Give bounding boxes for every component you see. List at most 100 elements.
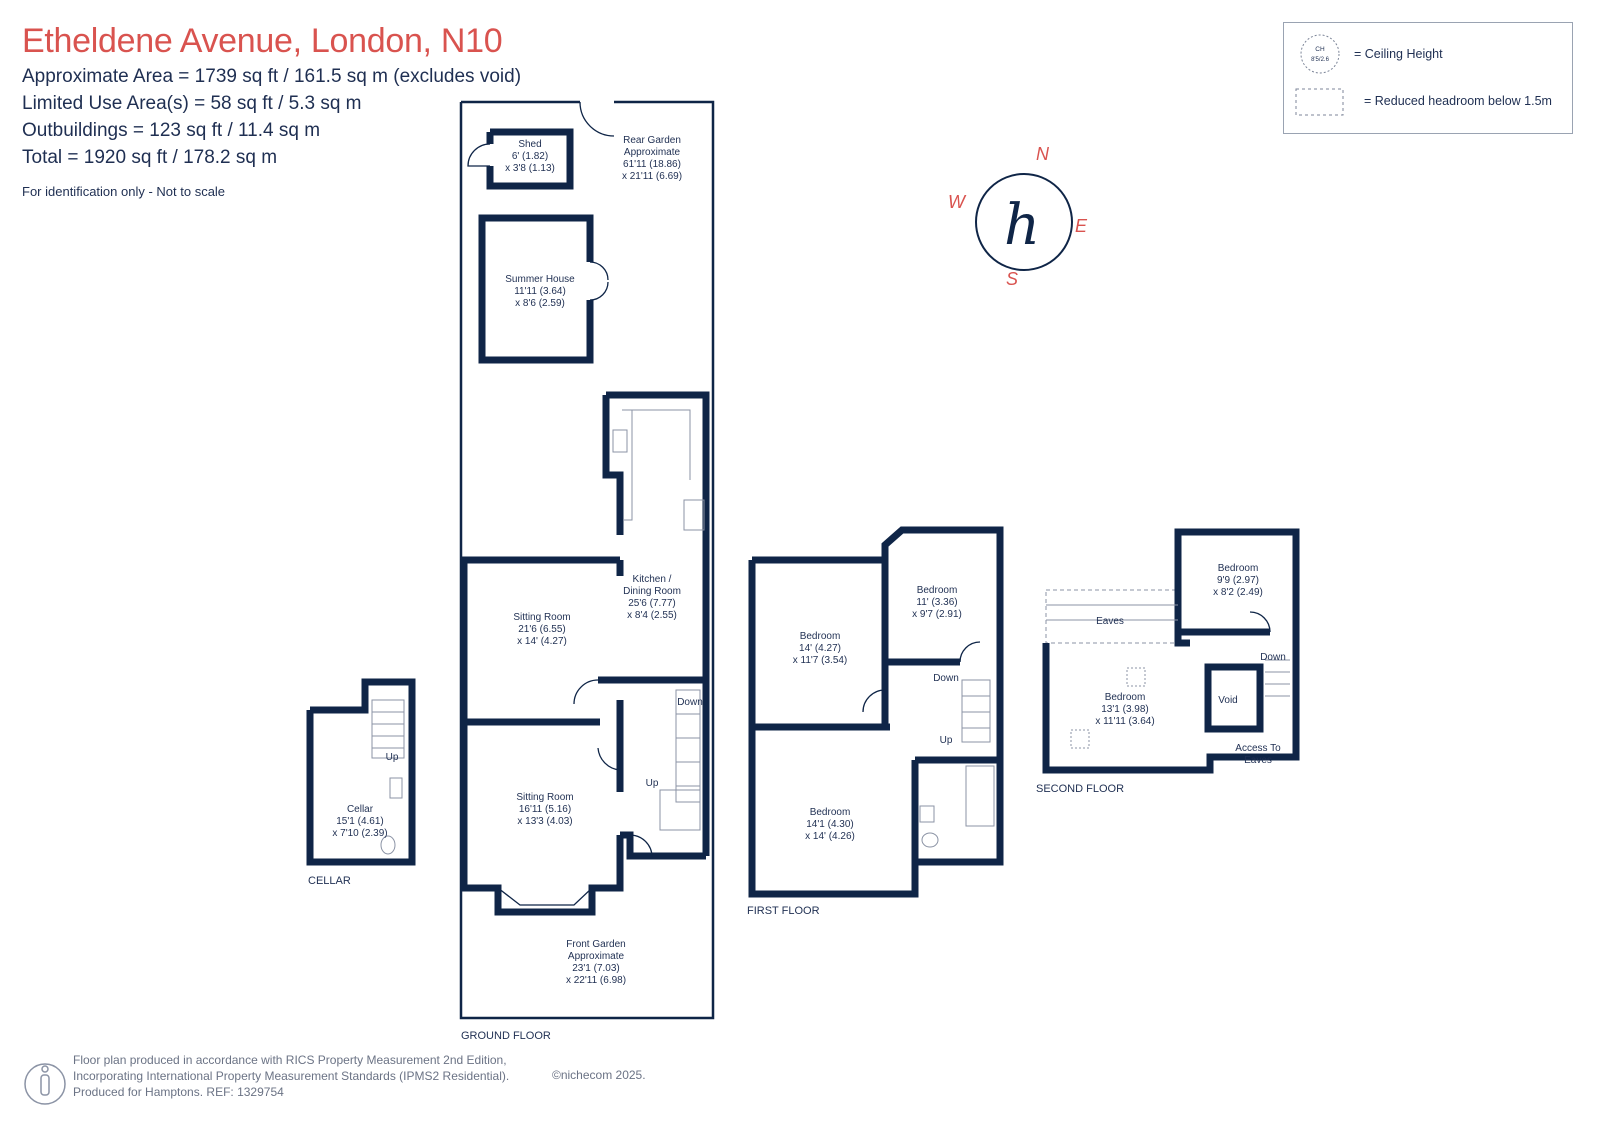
- svg-text:x 14' (4.27): x 14' (4.27): [517, 636, 567, 647]
- svg-text:x 9'7 (2.91): x 9'7 (2.91): [912, 609, 962, 620]
- basin-icon: [919, 805, 935, 823]
- svg-text:Down: Down: [1260, 652, 1286, 663]
- svg-text:11' (3.36): 11' (3.36): [916, 597, 957, 608]
- svg-text:Bedroom: Bedroom: [1218, 563, 1259, 574]
- ch-symbol-bottom: 8'5/2.6: [1311, 57, 1329, 63]
- footer-line-3: Produced for Hamptons. REF: 1329754: [73, 1085, 284, 1099]
- svg-text:x 13'3 (4.03): x 13'3 (4.03): [517, 816, 572, 827]
- svg-text:11'11 (3.64): 11'11 (3.64): [514, 286, 566, 297]
- shed-walls: [486, 128, 574, 190]
- compass-logo: h: [1004, 193, 1040, 258]
- compass-west: W: [948, 192, 967, 212]
- svg-text:23'1 (7.03): 23'1 (7.03): [572, 963, 620, 974]
- toilet-icon: [921, 832, 939, 848]
- ff-door-arc: [862, 689, 886, 713]
- kitchen-west-wall: [602, 395, 624, 535]
- ground-room-labels: Shed 6' (1.82) x 3'8 (1.13) Rear Garden …: [505, 135, 703, 986]
- reduced-headroom-box-icon: [1295, 88, 1344, 116]
- svg-text:Bedroom: Bedroom: [800, 631, 841, 642]
- svg-text:x 7'10 (2.39): x 7'10 (2.39): [332, 828, 387, 839]
- svg-text:Approximate: Approximate: [624, 147, 681, 158]
- summer-house-walls: [478, 214, 594, 364]
- sink-icon: [612, 429, 628, 453]
- svg-text:Access To: Access To: [1235, 743, 1281, 754]
- cellar-toilet-icon: [380, 835, 396, 855]
- outbuildings-area: Outbuildings = 123 sq ft / 11.4 sq m: [22, 120, 321, 141]
- legend: CH 8'5/2.6 = Ceiling Height = Reduced he…: [1283, 22, 1573, 134]
- svg-text:Up: Up: [940, 735, 953, 746]
- svg-text:9'9 (2.97): 9'9 (2.97): [1217, 575, 1259, 586]
- svg-text:x 8'4 (2.55): x 8'4 (2.55): [627, 610, 677, 621]
- svg-text:Up: Up: [646, 778, 659, 789]
- svg-text:Summer House: Summer House: [505, 274, 575, 285]
- skylight-icon-2: [1070, 729, 1090, 749]
- legend-symbols: CH 8'5/2.6: [1295, 34, 1344, 116]
- cellar-sink-icon: [389, 777, 403, 799]
- svg-text:x 21'11 (6.69): x 21'11 (6.69): [622, 171, 682, 182]
- svg-text:x 8'6 (2.59): x 8'6 (2.59): [515, 298, 565, 309]
- cellar-plan: Cellar 15'1 (4.61) x 7'10 (2.39) Up: [306, 678, 416, 866]
- svg-text:Bedroom: Bedroom: [1105, 692, 1146, 703]
- svg-text:Eaves: Eaves: [1244, 755, 1272, 766]
- limited-use-area: Limited Use Area(s) = 58 sq ft / 5.3 sq …: [22, 93, 362, 114]
- ceiling-height-circle-icon: [1300, 34, 1340, 74]
- ground-floor: [459, 100, 715, 1020]
- shed-door: [467, 143, 491, 167]
- svg-text:Approximate: Approximate: [568, 951, 625, 962]
- svg-text:Down: Down: [677, 697, 703, 708]
- compass-north: N: [1036, 144, 1050, 164]
- sf-door-arc: [1249, 611, 1271, 633]
- footer-line-2: Incorporating International Property Mea…: [73, 1069, 510, 1083]
- svg-text:13'1 (3.98): 13'1 (3.98): [1101, 704, 1149, 715]
- svg-text:Kitchen /: Kitchen /: [633, 574, 672, 585]
- svg-text:61'11 (18.86): 61'11 (18.86): [623, 159, 681, 170]
- svg-text:x 14' (4.26): x 14' (4.26): [805, 831, 855, 842]
- svg-text:Void: Void: [1218, 695, 1237, 706]
- svg-text:6' (1.82): 6' (1.82): [512, 151, 548, 162]
- svg-text:25'6 (7.77): 25'6 (7.77): [628, 598, 676, 609]
- svg-text:x 8'2 (2.49): x 8'2 (2.49): [1213, 587, 1263, 598]
- svg-text:Bedroom: Bedroom: [810, 807, 851, 818]
- bath-icon: [965, 765, 995, 827]
- footer-line-1: Floor plan produced in accordance with R…: [73, 1053, 507, 1067]
- svg-text:Cellar: Cellar: [347, 804, 374, 815]
- total-area: Total = 1920 sq ft / 178.2 sq m: [22, 147, 278, 168]
- front-door-arc: [629, 834, 653, 858]
- skylight-icon: [1126, 667, 1146, 687]
- svg-text:Rear Garden: Rear Garden: [623, 135, 681, 146]
- cellar-label: CELLAR: [308, 875, 351, 887]
- entrance-wall: [620, 831, 706, 860]
- ch-symbol-top: CH: [1315, 46, 1325, 53]
- svg-text:x 22'11 (6.98): x 22'11 (6.98): [566, 975, 626, 986]
- approx-area: Approximate Area = 1739 sq ft / 161.5 sq…: [22, 66, 522, 87]
- rics-icon: [24, 1063, 66, 1105]
- svg-text:Front Garden: Front Garden: [566, 939, 625, 950]
- footer-copyright: ©nichecom 2025.: [552, 1068, 646, 1082]
- ground-stairs: [659, 689, 701, 831]
- second-floor: Eaves Bedroom 9'9 (2.97) x 8'2 (2.49) Be…: [1042, 528, 1300, 774]
- compass-circle-icon: [975, 173, 1073, 271]
- compass-rose: h N E S W: [948, 144, 1088, 289]
- bay-window: [497, 887, 593, 906]
- rear-extension-wall: [606, 391, 710, 856]
- svg-text:16'11 (5.16): 16'11 (5.16): [519, 804, 571, 815]
- summer-house-door: [589, 261, 609, 301]
- ff-door-arc-2: [959, 641, 981, 663]
- footer-notes: Floor plan produced in accordance with R…: [73, 1052, 509, 1100]
- svg-text:21'6 (6.55): 21'6 (6.55): [518, 624, 566, 635]
- first-floor: Bedroom 14' (4.27) x 11'7 (3.54) Bedroom…: [748, 526, 1004, 898]
- second-floor-label: SECOND FLOOR: [1036, 783, 1124, 795]
- svg-text:15'1 (4.61): 15'1 (4.61): [336, 816, 384, 827]
- disclaimer: For identification only - Not to scale: [22, 184, 226, 199]
- svg-text:Shed: Shed: [518, 139, 541, 150]
- page-title: Etheldene Avenue, London, N10: [22, 22, 503, 60]
- sitting-door-arc: [597, 747, 621, 771]
- svg-text:Bedroom: Bedroom: [917, 585, 958, 596]
- first-floor-label: FIRST FLOOR: [747, 905, 820, 917]
- svg-text:Eaves: Eaves: [1096, 616, 1124, 627]
- svg-text:x 11'7 (3.54): x 11'7 (3.54): [793, 655, 848, 666]
- svg-text:Sitting Room: Sitting Room: [516, 792, 573, 803]
- svg-text:x 11'11 (3.64): x 11'11 (3.64): [1095, 716, 1154, 727]
- garden-gate: [579, 101, 615, 137]
